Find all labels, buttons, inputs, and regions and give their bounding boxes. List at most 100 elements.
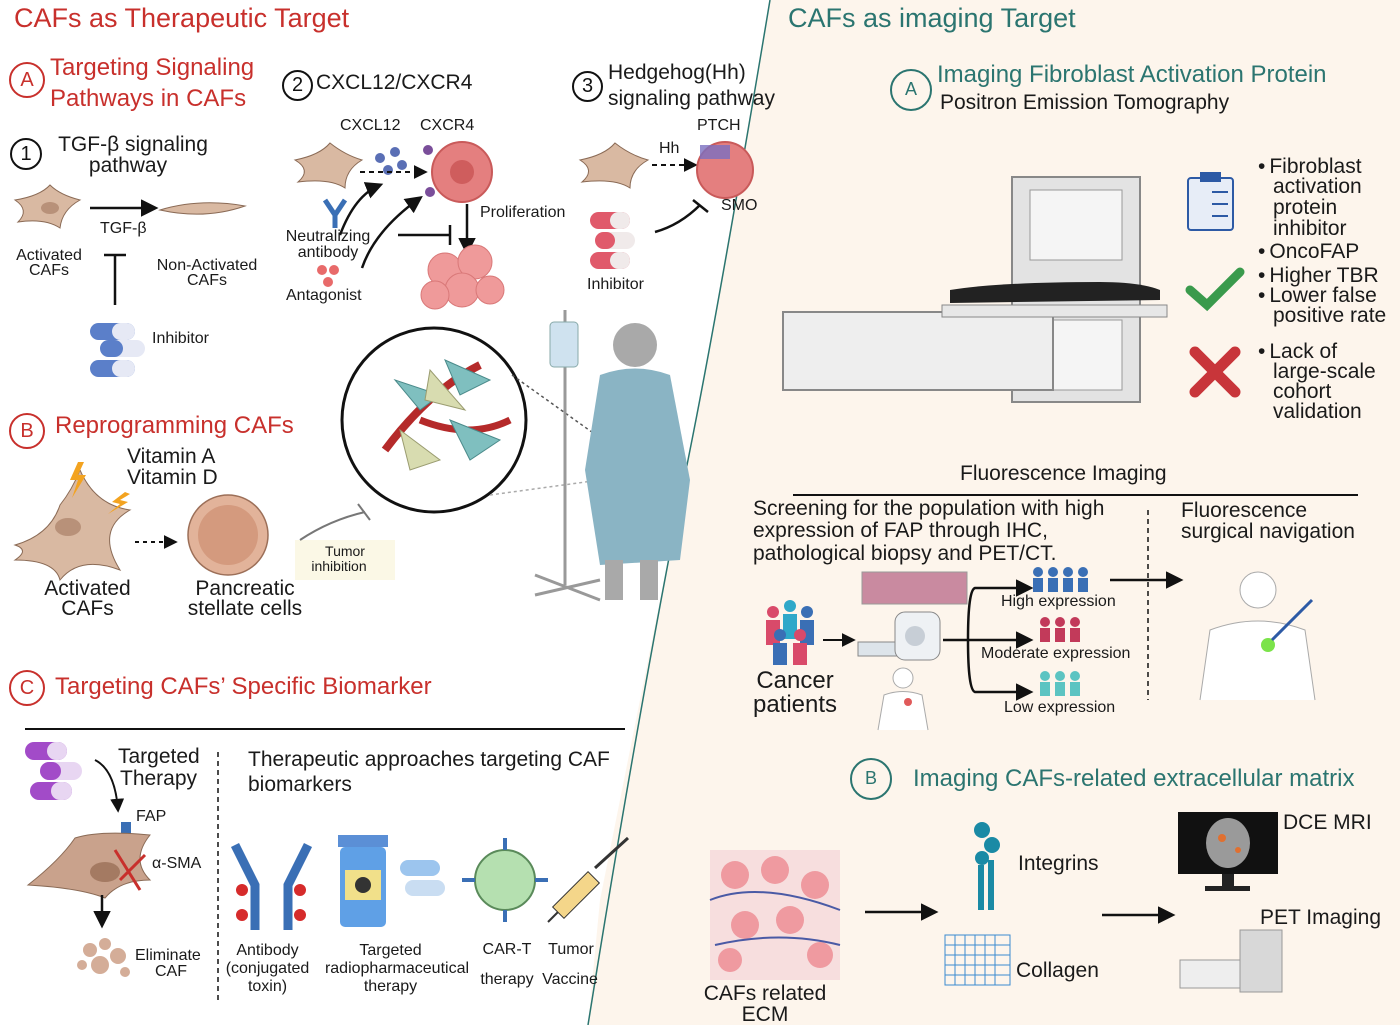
ecm-label-2: ECM	[741, 1003, 789, 1026]
section-a-title-2: Pathways in CAFs	[50, 85, 247, 112]
p1-title-2: pathway	[88, 154, 168, 177]
right-title: CAFs as imaging Target	[788, 3, 1076, 33]
caf-cell-hh	[578, 142, 650, 189]
eliminate-caf-2: CAF	[155, 963, 187, 980]
p2-antagonist: Antagonist	[286, 287, 362, 304]
screening-2: expression of FAP through IHC,	[753, 519, 1048, 542]
hh-inhibitor-pills-icon	[590, 212, 635, 269]
p1-nonactivated-2: CAFs	[187, 272, 227, 289]
radio-1: Targeted	[359, 942, 422, 959]
bullet-fapi-1: Fibroblast	[1258, 155, 1361, 178]
checkmark-icon	[1185, 267, 1245, 312]
moderate-expression-label: Moderate expression	[981, 645, 1131, 662]
syringe-icon	[547, 836, 630, 923]
high-expression-label: High expression	[1001, 593, 1116, 610]
tumor-microenvironment-zoom	[340, 326, 528, 514]
eliminated-caf-debris	[77, 938, 130, 977]
tumor-inhibition-1: Tumor	[325, 543, 365, 559]
p1-title-1: TGF-β signaling	[58, 133, 208, 156]
section-a-badge: A	[9, 62, 45, 98]
ihc-images	[861, 571, 968, 605]
tumor-inhibition-2: inhibition	[311, 558, 367, 574]
surgical-nav-1: Fluorescence	[1181, 499, 1308, 522]
targeted-therapy-1: Targeted	[118, 745, 200, 768]
iv-stand-icon	[534, 310, 601, 602]
section-b-title: Reprogramming CAFs	[55, 412, 294, 439]
right-section-a-title: Imaging Fibroblast Activation Protein	[937, 61, 1327, 88]
b-psc-2: stellate cells	[187, 597, 303, 620]
bullet-oncofap: OncoFAP	[1258, 240, 1359, 263]
cancer-patients-1: Cancer	[756, 667, 834, 694]
p1-tgf-label: TGF-β	[100, 220, 147, 237]
pet-imaging-label: PET Imaging	[1260, 906, 1382, 929]
high-expression-people-icon	[1033, 567, 1088, 592]
mri-monitor-icon	[1178, 812, 1278, 891]
fap-label: FAP	[136, 808, 167, 825]
vitamin-d: Vitamin D	[127, 466, 218, 489]
collagen-label: Collagen	[1016, 959, 1099, 982]
radio-2: radiopharmaceutical	[324, 960, 470, 977]
moderate-expression-people-icon	[1040, 617, 1080, 642]
p1-activated-1: Activated	[16, 247, 82, 264]
section-c-badge: C	[9, 670, 45, 706]
proliferating-tumor-cells	[420, 244, 505, 310]
bullet-lack-2: large-scale	[1273, 360, 1376, 383]
bullet-fapi-3: protein	[1273, 196, 1338, 219]
section-b-badge: B	[9, 413, 45, 449]
pathway-2-badge: 2	[282, 70, 313, 101]
cross-icon	[1189, 346, 1241, 398]
patient-figure	[585, 323, 690, 600]
cart-2: therapy	[480, 971, 534, 988]
bullet-lack-3: cohort	[1273, 380, 1332, 403]
pet-scanner-icon	[782, 176, 1168, 403]
right-section-b-title: Imaging CAFs-related extracellular matri…	[913, 765, 1355, 792]
integrins-label: Integrins	[1018, 852, 1099, 875]
integrins-icon	[974, 822, 1000, 910]
p3-hh: Hh	[659, 140, 680, 157]
collagen-icon	[944, 934, 1011, 986]
antibody-3: toxin)	[247, 978, 288, 995]
targeted-therapy-2: Therapy	[120, 767, 198, 790]
surgical-navigation-patient-icon	[1199, 571, 1316, 701]
ct-scanner-icon	[857, 611, 941, 661]
radio-3: therapy	[363, 978, 418, 995]
radio-pills-icon	[400, 860, 445, 896]
right-section-a-badge: A	[904, 79, 917, 99]
p2-title: CXCL12/CXCR4	[316, 71, 473, 94]
small-patient-icon	[877, 667, 929, 731]
neutralizing-antibody-icon	[322, 198, 348, 228]
low-expression-people-icon	[1040, 671, 1080, 696]
ecm-label-1: CAFs related	[703, 982, 827, 1005]
cancer-patients-icon	[766, 600, 814, 665]
pet-imaging-scanner-icon	[1179, 929, 1283, 993]
pathway-1-badge: 1	[10, 138, 42, 170]
p1-nonactivated-1: Non-Activated	[156, 257, 258, 274]
fluorescence-title: Fluorescence Imaging	[960, 462, 1167, 485]
vitamin-a: Vitamin A	[127, 445, 216, 468]
lightning-icon-2	[108, 492, 130, 514]
b-activated-2: CAFs	[61, 597, 114, 620]
p1-activated-2: CAFs	[29, 262, 69, 279]
inhibitor-pills-icon	[90, 323, 145, 377]
antibody-conjugated-icon	[230, 842, 313, 930]
bullet-lower-false-2: positive rate	[1273, 304, 1387, 327]
screening-3: pathological biopsy and PET/CT.	[753, 542, 1057, 565]
targeted-therapy-pills-icon	[25, 742, 82, 800]
b-psc-1: Pancreatic	[195, 577, 295, 600]
caf-cell-cxcl12	[293, 142, 364, 189]
bullet-fapi-2: activation	[1273, 175, 1362, 198]
right-section-a-subtitle: Positron Emission Tomography	[940, 91, 1230, 114]
low-expression-label: Low expression	[1004, 699, 1116, 716]
p2-neutralizing-1: Neutralizing	[285, 228, 371, 245]
p3-inhibitor: Inhibitor	[587, 276, 644, 293]
bullet-higher-tbr: Higher TBR	[1258, 264, 1378, 287]
ecm-illustration	[709, 850, 841, 980]
bullet-lack-1: Lack of	[1258, 340, 1337, 363]
p3-smo: SMO	[721, 197, 758, 214]
vaccine-2: Vaccine	[542, 971, 598, 988]
eliminate-caf-1: Eliminate	[135, 947, 201, 964]
p3-title-2: signaling pathway	[608, 87, 775, 110]
p2-cxcl12: CXCL12	[340, 117, 401, 134]
section-c-title: Targeting CAFs’ Specific Biomarker	[55, 673, 432, 700]
